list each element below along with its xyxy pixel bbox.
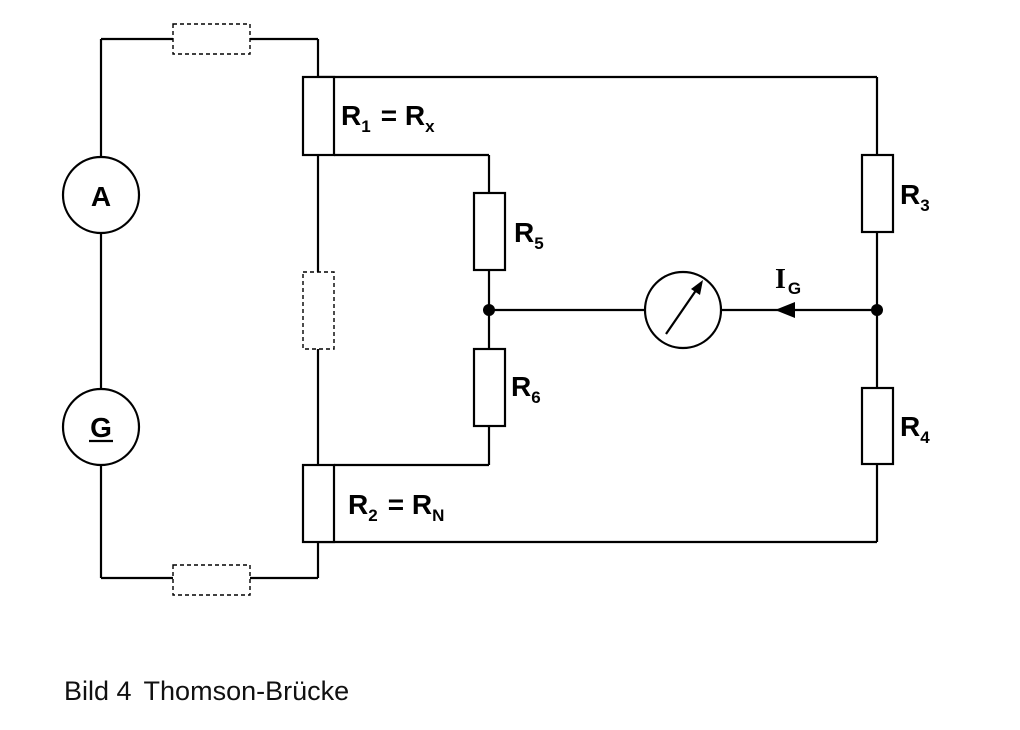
ammeter-icon: A: [61, 155, 141, 235]
generator-label: G: [90, 412, 112, 443]
label-r1: R1= Rx: [341, 100, 435, 136]
source-loop-wires: [99, 37, 320, 580]
label-r4: R4: [900, 411, 930, 447]
resistor-r2: [301, 463, 336, 544]
label-r2: R2= RN: [348, 489, 444, 525]
ammeter-label: A: [91, 181, 111, 212]
bridge-wires: [316, 75, 879, 544]
resistor-r4: [860, 386, 895, 466]
resistor-r6: [472, 347, 507, 428]
lead-resistance-top: [172, 23, 251, 55]
lead-resistance-link: [302, 271, 335, 350]
figure-caption: Bild 4 Thomson-Brücke: [64, 676, 349, 707]
figure-number: Bild 4: [64, 676, 132, 706]
current-arrow-icon: [775, 302, 795, 318]
figure-title: Thomson-Brücke: [143, 676, 350, 706]
label-r3: R3: [900, 179, 930, 215]
label-r5: R5: [514, 217, 544, 253]
junction-dot-left: [483, 304, 495, 316]
generator-icon: G: [61, 387, 141, 467]
lead-resistance-bottom: [172, 564, 251, 596]
galvanometer-icon: [643, 270, 723, 350]
label-r6: R6: [511, 371, 541, 407]
resistor-r5: [472, 191, 507, 272]
resistor-r1: [301, 75, 336, 157]
resistor-r3: [860, 153, 895, 234]
junction-dot-right: [871, 304, 883, 316]
